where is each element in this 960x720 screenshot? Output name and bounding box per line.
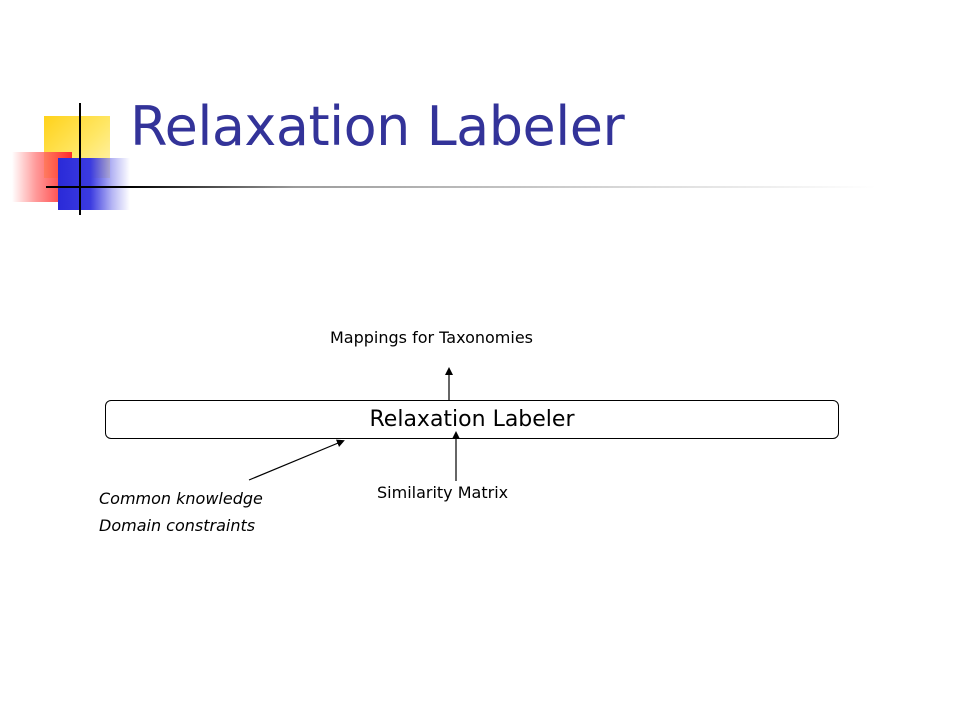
slide-title: Relaxation Labeler bbox=[130, 95, 625, 158]
similarity-matrix-label: Similarity Matrix bbox=[377, 483, 509, 502]
common-knowledge-label: Common knowledge bbox=[99, 489, 263, 508]
domain-constraints-label: Domain constraints bbox=[99, 516, 256, 535]
ornament-vertical-line bbox=[79, 103, 81, 215]
relaxation-labeler-box: Relaxation Labeler bbox=[105, 400, 839, 439]
title-underline bbox=[46, 186, 876, 188]
ornament-blue-square bbox=[58, 158, 130, 210]
relaxation-labeler-box-label: Relaxation Labeler bbox=[369, 407, 575, 432]
output-label: Mappings for Taxonomies bbox=[330, 328, 534, 347]
knowledge-arrow bbox=[248, 439, 345, 481]
